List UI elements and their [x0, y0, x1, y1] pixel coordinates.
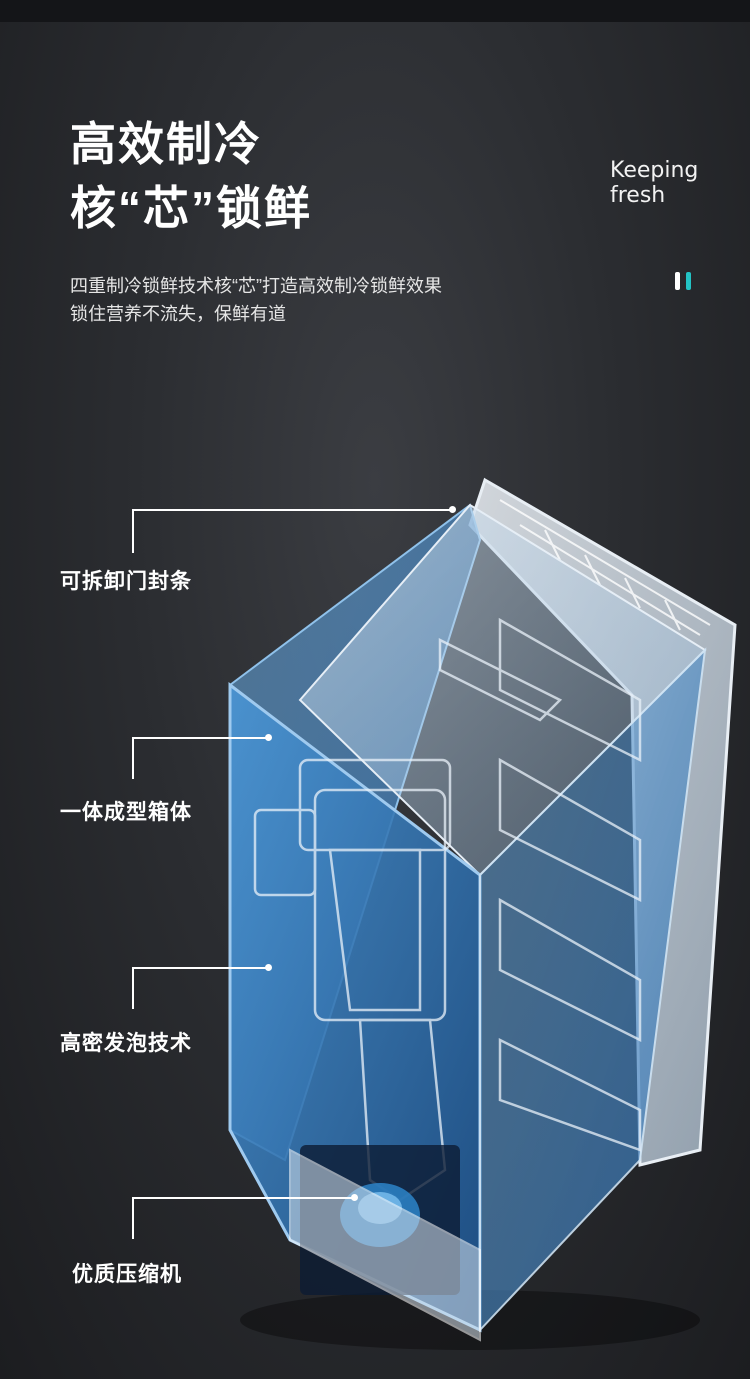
headline-line-2: 核“芯”锁鲜 — [70, 182, 312, 234]
top-bar — [0, 0, 750, 22]
callout-label-foam: 高密发泡技术 — [60, 1032, 192, 1055]
tagline: Keeping fresh — [610, 158, 698, 208]
fridge-right-panel — [479, 647, 707, 1333]
headline: 高效制冷 核“芯”锁鲜 — [70, 112, 312, 240]
description-line-1: 四重制冷锁鲜技术核“芯”打造高效制冷锁鲜效果 — [70, 276, 442, 296]
callout-label-door-seal: 可拆卸门封条 — [60, 570, 192, 593]
headline-line-1: 高效制冷 — [70, 118, 262, 170]
tagline-line-1: Keeping — [610, 158, 699, 183]
pager-indicator — [675, 272, 691, 290]
pager-bar-1 — [675, 272, 680, 290]
description: 四重制冷锁鲜技术核“芯”打造高效制冷锁鲜效果 锁住营养不流失，保鲜有道 — [70, 272, 442, 328]
pager-bar-2 — [686, 272, 691, 290]
tagline-line-2: fresh — [610, 183, 666, 208]
callout-label-cabinet: 一体成型箱体 — [60, 801, 192, 824]
description-line-2: 锁住营养不流失，保鲜有道 — [70, 304, 286, 324]
refrigerator-illustration — [228, 477, 737, 1350]
callout-label-compressor: 优质压缩机 — [72, 1263, 182, 1286]
door-hinge-detail — [499, 499, 711, 636]
